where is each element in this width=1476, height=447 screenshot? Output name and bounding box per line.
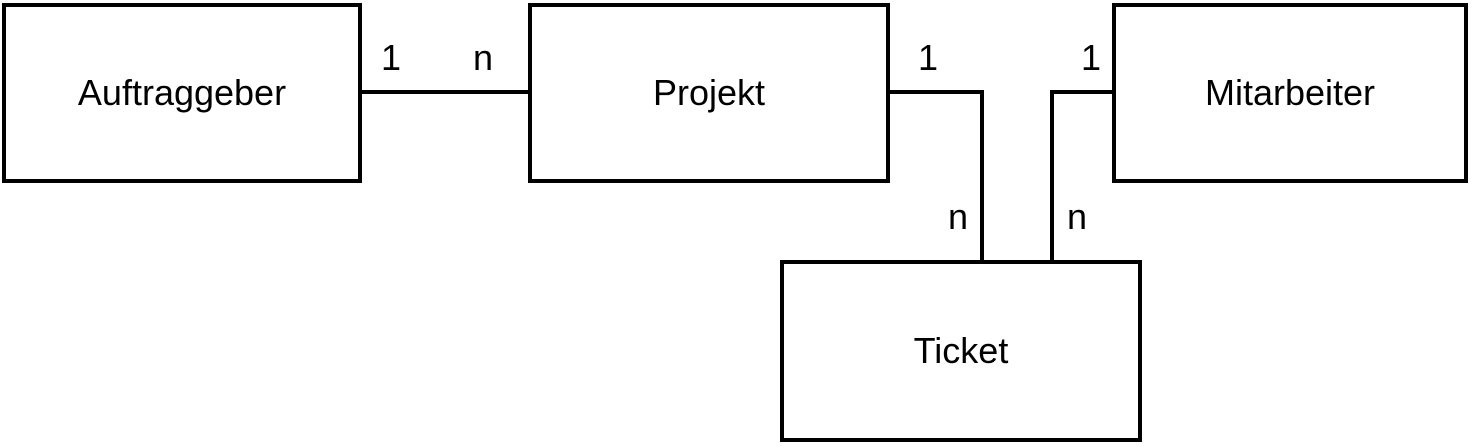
cardinality-projekt-ticket-1: 1 bbox=[917, 37, 939, 78]
cardinality-projekt-ticket-n: n bbox=[947, 196, 969, 237]
cardinality-mitarbeiter-ticket-1: 1 bbox=[1080, 37, 1102, 78]
entity-mitarbeiter-label: Mitarbeiter bbox=[1204, 72, 1376, 113]
cardinality-auftraggeber-projekt-n: n bbox=[472, 37, 494, 78]
entity-ticket: Ticket bbox=[780, 260, 1142, 442]
cardinality-mitarbeiter-ticket-n: n bbox=[1066, 196, 1088, 237]
connector-projekt-ticket-horizontal bbox=[888, 90, 984, 94]
cardinality-auftraggeber-projekt-1: 1 bbox=[380, 37, 402, 78]
entity-projekt: Projekt bbox=[528, 3, 890, 183]
entity-mitarbeiter: Mitarbeiter bbox=[1112, 3, 1468, 183]
entity-ticket-label: Ticket bbox=[913, 330, 1009, 371]
entity-projekt-label: Projekt bbox=[652, 72, 766, 113]
connector-auftraggeber-projekt bbox=[360, 90, 530, 94]
connector-mitarbeiter-ticket-horizontal bbox=[1050, 90, 1112, 94]
connector-projekt-ticket-vertical bbox=[980, 90, 984, 262]
connector-mitarbeiter-ticket-vertical bbox=[1050, 90, 1054, 262]
entity-auftraggeber: Auftraggeber bbox=[2, 3, 362, 183]
entity-auftraggeber-label: Auftraggeber bbox=[77, 72, 287, 113]
